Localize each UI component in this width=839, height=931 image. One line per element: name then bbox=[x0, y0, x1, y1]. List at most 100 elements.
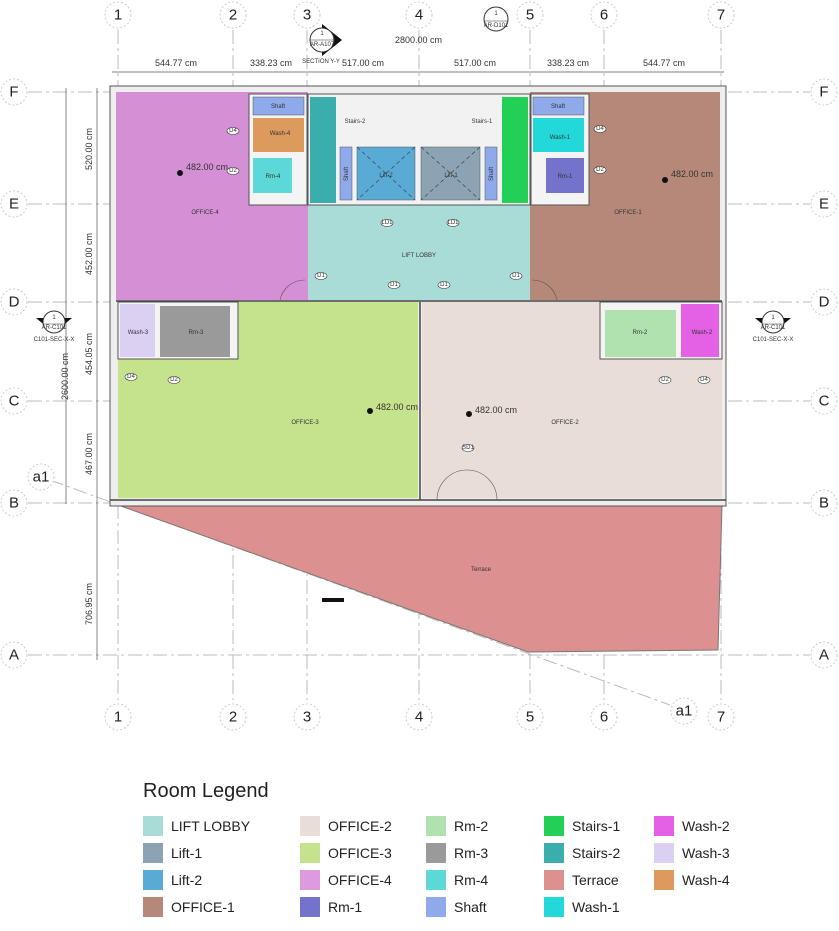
grid-bubble-E-left: E bbox=[0, 190, 28, 218]
legend-swatch bbox=[544, 870, 564, 890]
label-stairs-1: Stairs-1 bbox=[472, 119, 493, 125]
room-shaft[interactable] bbox=[484, 146, 498, 201]
section-marker-right[interactable]: 1 AR-C101 C101-SEC-X-X bbox=[753, 310, 794, 343]
legend-swatch bbox=[544, 843, 564, 863]
grid-bubble-C-right: C bbox=[810, 387, 838, 415]
section-marker-top[interactable]: 1 AR-A107 SECTION Y-Y bbox=[302, 24, 342, 65]
svg-text:SECTION Y-Y: SECTION Y-Y bbox=[302, 59, 340, 65]
label-rm-4: Rm-4 bbox=[266, 174, 281, 180]
room-rm-4[interactable] bbox=[253, 158, 292, 193]
svg-text:1: 1 bbox=[114, 709, 122, 726]
svg-text:a1: a1 bbox=[676, 703, 693, 720]
svg-text:E: E bbox=[819, 196, 829, 213]
svg-text:482.00 cm: 482.00 cm bbox=[376, 402, 418, 412]
grid-bubble-D-right: D bbox=[810, 288, 838, 316]
room-rm-3[interactable] bbox=[160, 306, 230, 357]
room-shaft[interactable] bbox=[532, 96, 585, 116]
section-marker-left[interactable]: 1 AR-C101 C101-SEC-X-X bbox=[34, 310, 75, 343]
legend-item: Rm-2 bbox=[426, 816, 488, 836]
legend-label: Rm-1 bbox=[328, 899, 363, 915]
callout-marker-top[interactable]: 1 AR-D101 bbox=[483, 6, 509, 32]
room-shaft[interactable] bbox=[339, 146, 353, 201]
dimension-top: 544.77 cm bbox=[643, 58, 685, 68]
door-tag: D4 bbox=[700, 377, 708, 383]
label-lift-lobby: LIFT LOBBY bbox=[402, 253, 436, 259]
svg-text:3: 3 bbox=[303, 7, 311, 24]
door-tag: D1 bbox=[512, 273, 520, 279]
svg-text:A: A bbox=[9, 647, 19, 664]
room-terrace[interactable] bbox=[117, 504, 723, 653]
legend-label: Wash-1 bbox=[572, 899, 620, 915]
grid-bubble-C-left: C bbox=[0, 387, 28, 415]
door-tag: D1 bbox=[317, 273, 325, 279]
label-rm-2: Rm-2 bbox=[633, 330, 648, 336]
legend-swatch bbox=[143, 816, 163, 836]
room-rm-2[interactable] bbox=[605, 310, 676, 357]
legend-item: OFFICE-4 bbox=[300, 870, 392, 890]
svg-text:2: 2 bbox=[229, 709, 237, 726]
legend-item: Terrace bbox=[544, 870, 619, 890]
grid-bubble-a1-left: a1 bbox=[27, 463, 55, 491]
svg-text:5: 5 bbox=[526, 709, 534, 726]
room-stairs-2[interactable] bbox=[310, 97, 336, 203]
legend-item: Stairs-1 bbox=[544, 816, 620, 836]
dimension-lines bbox=[65, 71, 724, 660]
legend-item: Rm-3 bbox=[426, 843, 488, 863]
legend-swatch bbox=[426, 816, 446, 836]
legend-swatch bbox=[654, 816, 674, 836]
legend-item: OFFICE-2 bbox=[300, 816, 392, 836]
legend-item: LIFT LOBBY bbox=[143, 816, 250, 836]
dimension-left: 454.05 cm bbox=[84, 333, 94, 375]
legend-label: Stairs-1 bbox=[572, 818, 621, 834]
legend-item: Rm-4 bbox=[426, 870, 488, 890]
door-tag: D2 bbox=[229, 168, 237, 174]
label-stairs-2: Stairs-2 bbox=[345, 119, 366, 125]
svg-text:6: 6 bbox=[600, 7, 608, 24]
label-office-1: OFFICE-1 bbox=[614, 210, 642, 216]
elevation-mark: 482.00 cm bbox=[177, 162, 228, 176]
door-tag: D4 bbox=[127, 374, 135, 380]
legend-label: Lift-2 bbox=[171, 872, 203, 888]
label-office-2: OFFICE-2 bbox=[551, 420, 579, 426]
grid-bubble-a1-right: a1 bbox=[670, 697, 698, 725]
elevation-mark: 482.00 cm bbox=[367, 402, 418, 414]
svg-text:4: 4 bbox=[415, 709, 423, 726]
legend-swatch bbox=[300, 897, 320, 917]
grid-bubble-4-top: 4 bbox=[405, 1, 433, 29]
svg-text:C101-SEC-X-X: C101-SEC-X-X bbox=[753, 337, 794, 343]
legend-swatch bbox=[143, 897, 163, 917]
room-stairs-1[interactable] bbox=[502, 97, 528, 203]
legend-title: Room Legend bbox=[143, 780, 269, 802]
svg-text:AR-A107: AR-A107 bbox=[310, 42, 335, 48]
svg-text:AR-C101: AR-C101 bbox=[761, 325, 786, 331]
room-rm-1[interactable] bbox=[546, 158, 584, 193]
legend-item: Wash-4 bbox=[654, 870, 730, 890]
grid-bubble-4-bottom: 4 bbox=[405, 703, 433, 731]
legend-item: OFFICE-3 bbox=[300, 843, 392, 863]
room-wash-1[interactable] bbox=[533, 118, 584, 152]
room-wash-4[interactable] bbox=[253, 118, 304, 152]
room-shaft[interactable] bbox=[252, 96, 305, 116]
dimension-top: 517.00 cm bbox=[454, 58, 496, 68]
label-rm-3: Rm-3 bbox=[189, 330, 204, 336]
legend-label: Shaft bbox=[454, 899, 487, 915]
grid-bubble-E-right: E bbox=[810, 190, 838, 218]
label-lift-1: Lift-1 bbox=[444, 173, 458, 179]
label-office-3: OFFICE-3 bbox=[291, 420, 319, 426]
door-tag: D2 bbox=[596, 167, 604, 173]
room-wash-3[interactable] bbox=[120, 304, 155, 357]
room-lift-lobby[interactable] bbox=[308, 205, 530, 300]
legend-swatch bbox=[426, 843, 446, 863]
label-wash-2: Wash-2 bbox=[692, 330, 713, 336]
label-office-4: OFFICE-4 bbox=[191, 210, 219, 216]
legend-swatch bbox=[143, 843, 163, 863]
legend-label: Lift-1 bbox=[171, 845, 203, 861]
svg-text:F: F bbox=[819, 84, 828, 101]
floor-plan-drawing: OFFICE-4 OFFICE-1 OFFICE-3 OFFICE-2 LIFT… bbox=[0, 1, 838, 731]
dimension-top: 338.23 cm bbox=[547, 58, 589, 68]
svg-text:1: 1 bbox=[114, 7, 122, 24]
door-tag: LD1 bbox=[447, 220, 459, 226]
room-wash-2[interactable] bbox=[681, 304, 719, 357]
